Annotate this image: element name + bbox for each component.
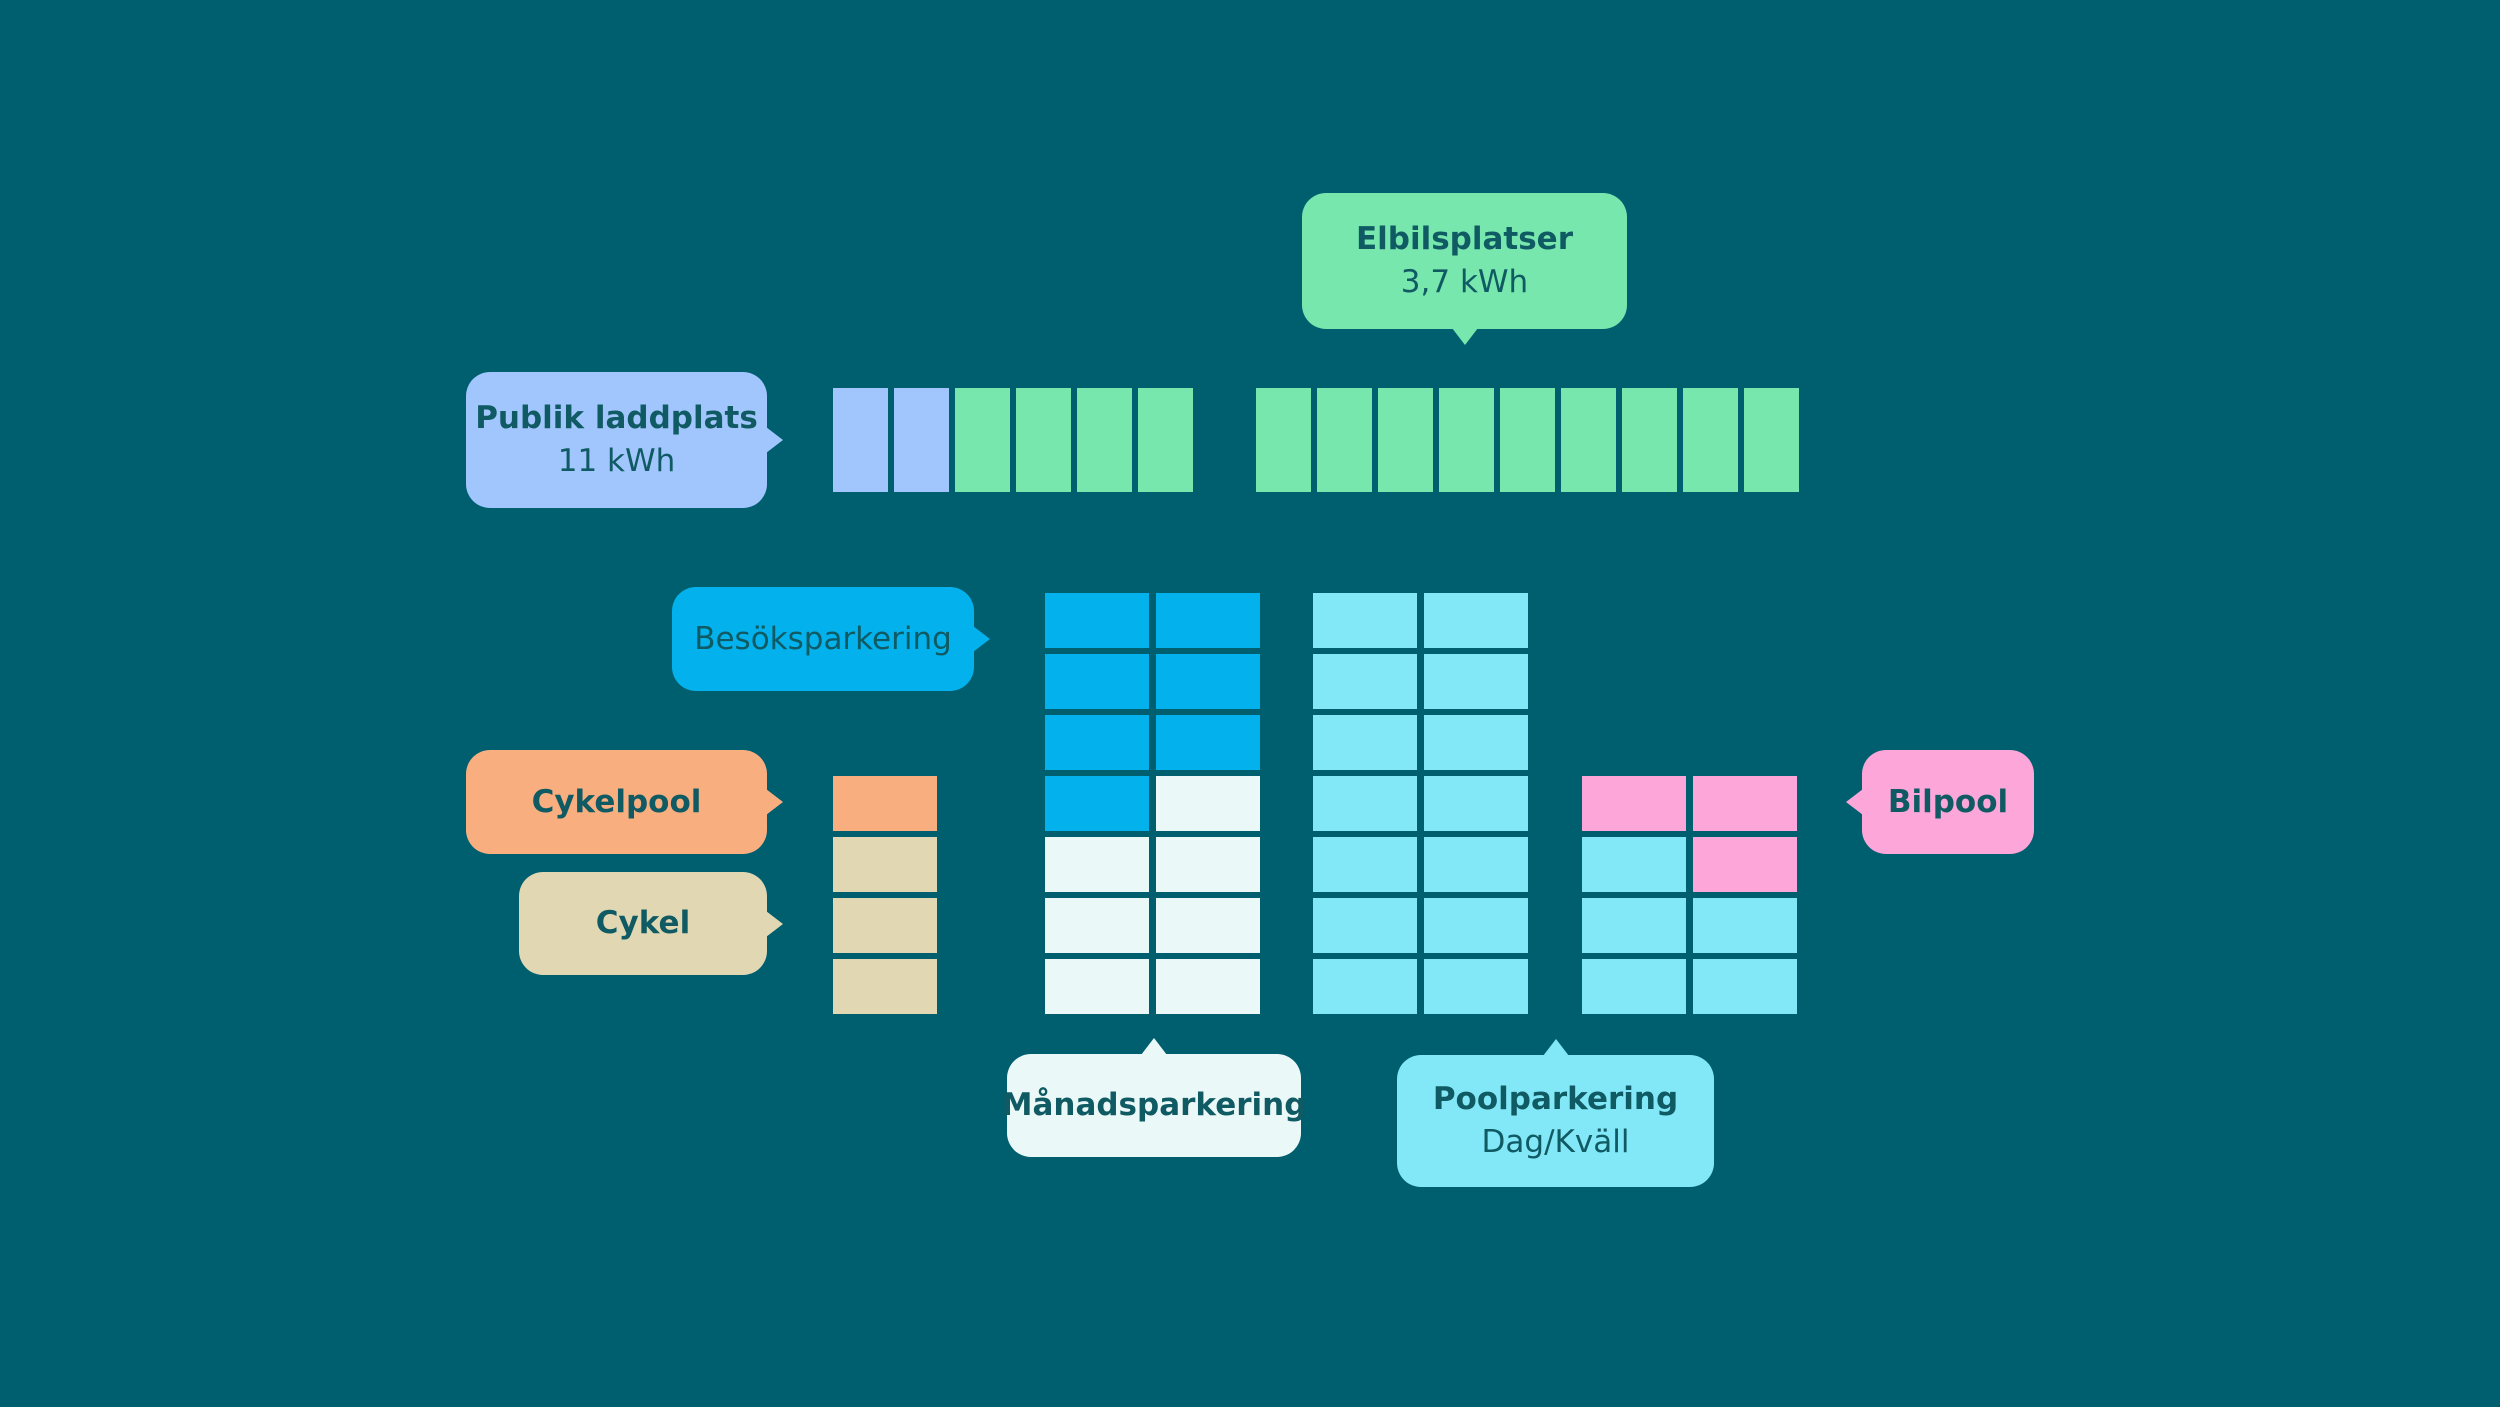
callout-cykel: Cykel — [519, 872, 783, 975]
callout-poolparkering: Poolparkering Dag/Kväll — [1397, 1039, 1714, 1187]
callout-title: Elbilsplatser — [1355, 221, 1573, 257]
spot-pool-parking — [1313, 959, 1417, 1014]
spot-pool-parking — [1424, 776, 1528, 831]
spot-visitor — [1045, 776, 1149, 831]
spot-public-charging — [833, 388, 888, 492]
spot-visitor — [1156, 654, 1260, 709]
callout-cykelpool: Cykelpool — [466, 750, 783, 854]
spot-bike — [833, 837, 937, 892]
spot-visitor — [1156, 593, 1260, 648]
spot-pool-parking — [1313, 715, 1417, 770]
callout-pointer — [1451, 328, 1478, 345]
spot-ev-spot — [1561, 388, 1616, 492]
callout-manadsparkering: Månadsparkering — [1002, 1038, 1306, 1157]
callout-title: Cykel — [595, 905, 691, 941]
callout-title: Cykelpool — [531, 783, 702, 820]
spot-pool-parking — [1424, 654, 1528, 709]
spot-pool-parking — [1582, 898, 1686, 953]
callout-title: Publik laddplats — [475, 400, 758, 436]
spot-pool-parking — [1693, 959, 1797, 1014]
spot-ev-spot — [1500, 388, 1555, 492]
spot-pool-parking — [1582, 959, 1686, 1014]
spot-monthly — [1045, 959, 1149, 1014]
spot-visitor — [1045, 654, 1149, 709]
spot-pool-parking — [1424, 837, 1528, 892]
spot-pool-parking — [1424, 898, 1528, 953]
callout-pointer — [1542, 1039, 1569, 1056]
spot-pool-parking — [1313, 593, 1417, 648]
callout-subtitle: Dag/Kväll — [1481, 1124, 1630, 1160]
callout-pointer — [766, 910, 783, 937]
spot-pool-parking — [1424, 593, 1528, 648]
callout-title: Besöksparkering — [694, 620, 952, 657]
spot-bike — [833, 898, 937, 953]
spot-pool-parking — [1424, 715, 1528, 770]
spot-ev-spot — [1622, 388, 1677, 492]
spot-visitor — [1045, 715, 1149, 770]
spot-monthly — [1156, 959, 1260, 1014]
spot-ev-spot — [955, 388, 1010, 492]
spot-pool-parking — [1424, 959, 1528, 1014]
spot-car-pool — [1582, 776, 1686, 831]
spot-ev-spot — [1016, 388, 1071, 492]
spot-pool-parking — [1313, 654, 1417, 709]
callout-besoksparkering: Besöksparkering — [672, 587, 990, 691]
callout-elbilsplatser: Elbilsplatser 3,7 kWh — [1302, 193, 1627, 345]
spot-pool-parking — [1582, 837, 1686, 892]
callout-title: Poolparkering — [1432, 1081, 1679, 1117]
callout-pointer — [973, 626, 990, 652]
spot-pool-parking — [1313, 837, 1417, 892]
spot-public-charging — [894, 388, 949, 492]
callout-title: Månadsparkering — [1001, 1087, 1307, 1123]
callout-pointer — [1141, 1038, 1167, 1055]
spot-ev-spot — [1077, 388, 1132, 492]
spot-bike-pool — [833, 776, 937, 831]
spot-monthly — [1156, 837, 1260, 892]
spot-ev-spot — [1138, 388, 1193, 492]
spot-ev-spot — [1683, 388, 1738, 492]
spot-car-pool — [1693, 776, 1797, 831]
spot-car-pool — [1693, 837, 1797, 892]
spot-monthly — [1156, 776, 1260, 831]
callout-publik-laddplats: Publik laddplats 11 kWh — [466, 372, 783, 508]
callout-pointer — [766, 789, 783, 815]
spot-pool-parking — [1313, 898, 1417, 953]
spot-bike — [833, 959, 937, 1014]
spot-monthly — [1156, 898, 1260, 953]
spot-ev-spot — [1317, 388, 1372, 492]
callout-pointer — [766, 427, 783, 453]
spot-ev-spot — [1256, 388, 1311, 492]
callout-title: Bilpool — [1887, 783, 2009, 820]
callout-pointer — [1846, 789, 1863, 815]
callout-bilpool: Bilpool — [1846, 750, 2034, 854]
spot-ev-spot — [1439, 388, 1494, 492]
spot-pool-parking — [1693, 898, 1797, 953]
spot-monthly — [1045, 898, 1149, 953]
callout-subtitle: 3,7 kWh — [1400, 264, 1529, 300]
spot-ev-spot — [1378, 388, 1433, 492]
spot-ev-spot — [1744, 388, 1799, 492]
spot-visitor — [1045, 593, 1149, 648]
spot-monthly — [1045, 837, 1149, 892]
callout-subtitle: 11 kWh — [557, 443, 676, 479]
spot-visitor — [1156, 715, 1260, 770]
spot-pool-parking — [1313, 776, 1417, 831]
